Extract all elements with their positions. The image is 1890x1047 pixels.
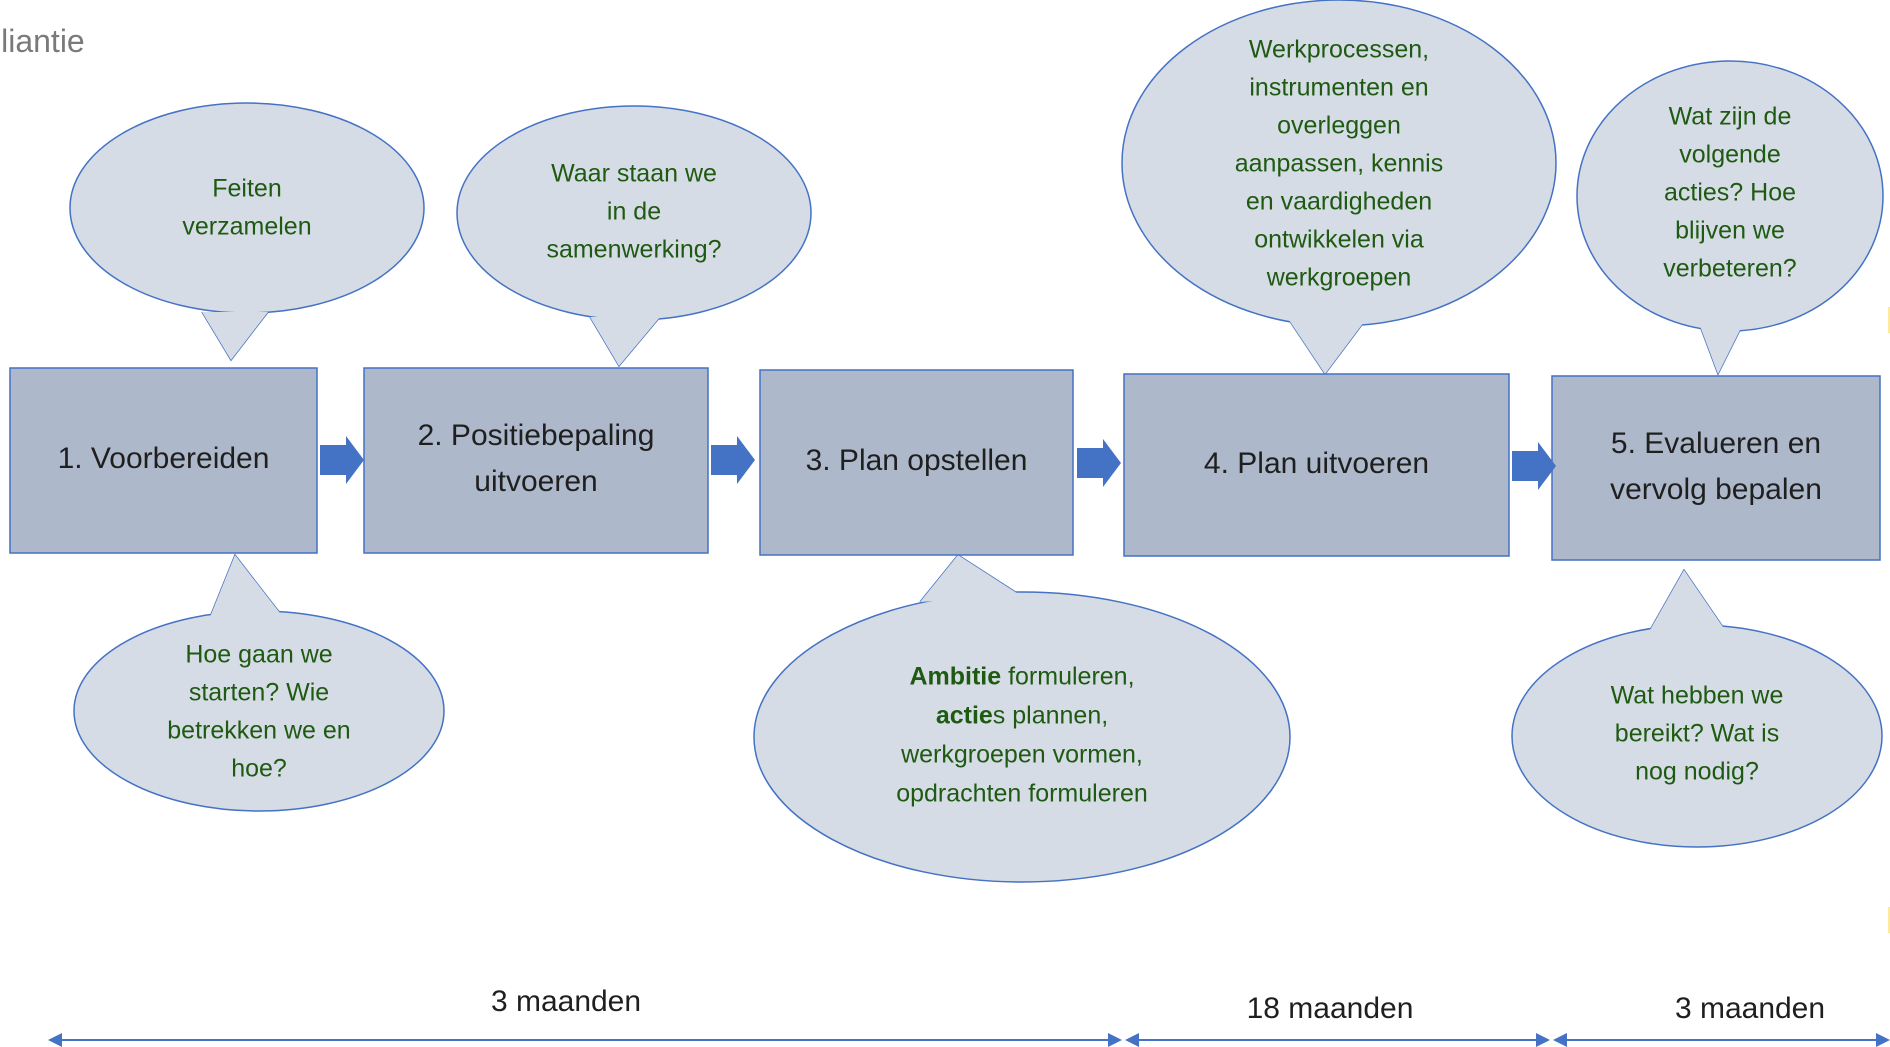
timeline-segment-3: 3 maanden — [1553, 992, 1890, 1047]
arrowhead-left-icon — [48, 1033, 62, 1047]
bubble-text-line: in de — [607, 198, 661, 226]
bubble-text-line: overleggen — [1277, 112, 1401, 140]
step-box — [363, 367, 709, 554]
bubble-text-line: instrumenten en — [1249, 74, 1428, 102]
bubble-text-line: Ambitie formuleren, — [909, 662, 1134, 690]
step-label: 2. Positiebepaling — [418, 419, 655, 452]
bubble-text-line: acties plannen, — [936, 701, 1108, 729]
step-2: 2. Positiebepaling uitvoeren — [363, 367, 709, 554]
bubble-body — [753, 591, 1291, 883]
step-label: vervolg bepalen — [1610, 473, 1822, 506]
bubble-text-line: blijven we — [1675, 217, 1785, 245]
bubble-top-3: Werkprocessen, instrumenten en overleggen a… — [1121, 0, 1557, 376]
timeline-label: 3 maanden — [491, 985, 641, 1018]
bubble-bottom-1: Hoe gaan we starten? Wie betrekken we en ho… — [73, 553, 445, 812]
arrowhead-right-icon — [1108, 1033, 1122, 1047]
step-3: 3. Plan opstellen — [759, 369, 1074, 556]
bubble-text-line: hoe? — [231, 755, 287, 783]
step-label: 5. Evalueren en — [1611, 427, 1821, 460]
right-arrow-icon — [711, 436, 755, 484]
bubble-text-line: aanpassen, kennis — [1235, 150, 1443, 178]
step-1: 1. Voorbereiden — [9, 367, 318, 554]
bubble-body — [69, 102, 425, 314]
bubble-text-line: starten? Wie — [189, 679, 329, 707]
right-arrow-icon — [320, 436, 364, 484]
bubble-bottom-2: Ambitie formuleren, acties plannen, werkgr… — [753, 554, 1291, 883]
timeline-segment-2: 18 maanden — [1125, 992, 1550, 1047]
arrowhead-left-icon — [1125, 1033, 1139, 1047]
process-steps: 1. Voorbereiden 2. Positiebepaling uitvoer… — [9, 367, 1881, 561]
bubble-top-2: Waar staan we in de samenwerking? — [456, 105, 812, 368]
bubble-text-line: Werkprocessen, — [1249, 36, 1429, 64]
step-label: 4. Plan uitvoeren — [1204, 447, 1429, 480]
bubble-text-line: en vaardigheden — [1246, 188, 1432, 216]
step-box — [1123, 373, 1510, 557]
bubble-text-line: volgende — [1679, 141, 1780, 169]
logo-text: lliantie — [0, 23, 85, 59]
bubble-text-line: verzamelen — [182, 213, 311, 241]
step-4: 4. Plan uitvoeren — [1123, 373, 1510, 557]
bubble-text-line: opdrachten formuleren — [896, 779, 1148, 807]
bubble-text-line: samenwerking? — [546, 236, 721, 264]
timeline-label: 3 maanden — [1675, 992, 1825, 1025]
bubble-text-line: ontwikkelen via — [1254, 226, 1424, 254]
bubble-top-1: Feiten verzamelen — [69, 102, 425, 362]
timeline-segment-1: 3 maanden — [48, 985, 1122, 1047]
timeline-label: 18 maanden — [1247, 992, 1414, 1025]
step-label: 3. Plan opstellen — [806, 444, 1028, 477]
bubble-text-line: werkgroepen — [1266, 264, 1412, 292]
bubble-bottom-3: Wat hebben we bereikt? Wat is nog nodig? — [1511, 568, 1883, 848]
bubble-text-line: acties? Hoe — [1664, 179, 1796, 207]
step-box — [9, 367, 318, 554]
step-label: 1. Voorbereiden — [58, 442, 270, 475]
bubble-text-line: verbeteren? — [1663, 255, 1796, 283]
bubble-text-line: Hoe gaan we — [185, 641, 332, 669]
bubble-text-line: Feiten — [212, 175, 281, 203]
bubble-text-line: bereikt? Wat is — [1615, 720, 1779, 748]
bubble-text-line: werkgroepen vormen, — [900, 740, 1143, 768]
bubble-text-line: Wat zijn de — [1669, 103, 1792, 131]
bubble-top-4: Wat zijn de volgende acties? Hoe blijven we… — [1576, 60, 1884, 376]
right-arrow-icon — [1077, 439, 1121, 487]
step-5: 5. Evalueren en vervolg bepalen — [1551, 375, 1881, 561]
arrowhead-right-icon — [1536, 1033, 1550, 1047]
timeline: 3 maanden 18 maanden 3 maanden — [48, 985, 1890, 1047]
arrowhead-right-icon — [1876, 1033, 1890, 1047]
bubble-text-line: Waar staan we — [551, 160, 717, 188]
step-box — [1551, 375, 1881, 561]
bubble-text-line: nog nodig? — [1635, 758, 1759, 786]
step-box — [759, 369, 1074, 556]
speech-bubbles: Feiten verzamelen Waar staan we in de samenw… — [69, 0, 1884, 883]
arrowhead-left-icon — [1553, 1033, 1567, 1047]
step-label: uitvoeren — [474, 465, 597, 498]
bubble-text-line: betrekken we en — [167, 717, 350, 745]
right-arrow-icon — [1512, 442, 1556, 490]
step-arrows — [320, 436, 1556, 490]
bubble-text-line: Wat hebben we — [1611, 682, 1784, 710]
